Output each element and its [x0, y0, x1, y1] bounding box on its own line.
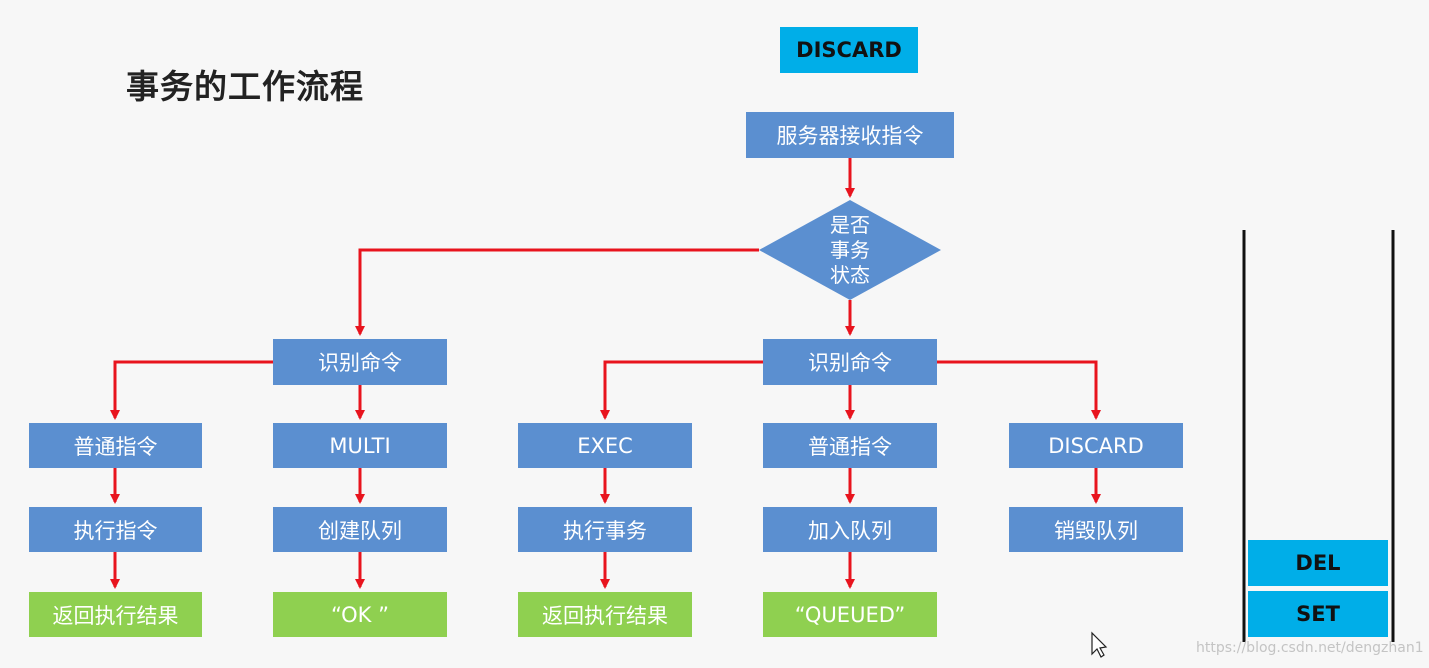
decision-line-1: 是否: [830, 212, 870, 237]
exec-result-box: 返回执行结果: [518, 592, 692, 637]
decision-line-2: 事务: [830, 237, 870, 262]
arrow-left-identify-to-normal: [110, 360, 273, 420]
right-normal-command-box: 普通指令: [763, 423, 937, 468]
left-identify-box: 识别命令: [273, 339, 447, 385]
arrow-right-identify-to-discard: [937, 360, 1101, 420]
left-result-box: 返回执行结果: [29, 592, 202, 637]
queue-item-set: SET: [1248, 591, 1388, 637]
decision-line-3: 状态: [830, 262, 870, 287]
ok-result-box: “OK ”: [273, 592, 447, 637]
watermark: https://blog.csdn.net/dengzhan1: [1196, 640, 1424, 656]
execute-command-box: 执行指令: [29, 507, 202, 552]
destroy-queue-box: 销毁队列: [1009, 507, 1183, 552]
create-queue-box: 创建队列: [273, 507, 447, 552]
arrow-decision-to-left-identify: [355, 248, 759, 336]
right-identify-box: 识别命令: [763, 339, 937, 385]
discard-branch-box: DISCARD: [1009, 423, 1183, 468]
exec-command-box: EXEC: [518, 423, 692, 468]
queue-item-del: DEL: [1248, 540, 1388, 586]
execute-transaction-box: 执行事务: [518, 507, 692, 552]
decision-label: 是否 事务 状态: [760, 208, 940, 292]
multi-command-box: MULTI: [273, 423, 447, 468]
server-receive-box: 服务器接收指令: [746, 112, 954, 158]
add-to-queue-box: 加入队列: [763, 507, 937, 552]
mouse-cursor-icon: [1091, 631, 1108, 658]
queued-result-box: “QUEUED”: [763, 592, 937, 637]
page-title: 事务的工作流程: [126, 67, 364, 106]
left-normal-command-box: 普通指令: [29, 423, 202, 468]
discard-command-box: DISCARD: [780, 27, 918, 73]
decision-diamond: [759, 200, 941, 300]
arrow-right-identify-to-exec: [600, 360, 763, 420]
